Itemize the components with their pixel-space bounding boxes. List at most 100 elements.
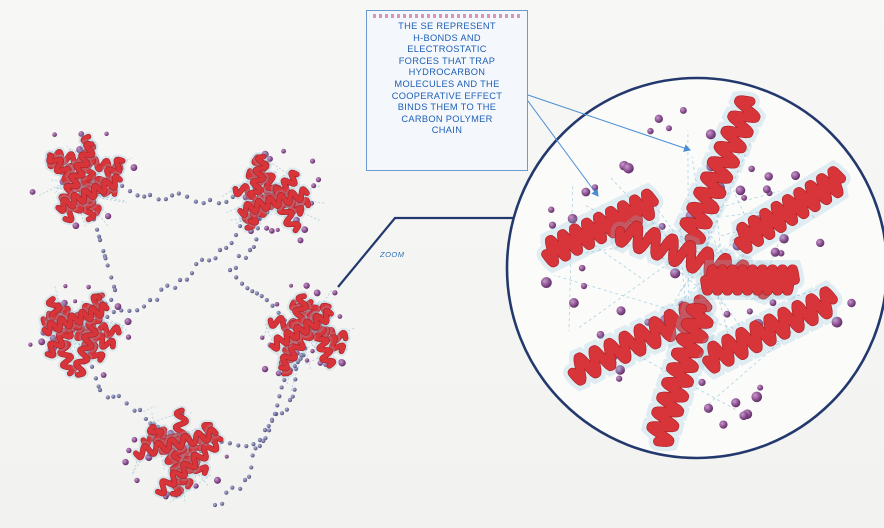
chain-bead <box>251 453 255 457</box>
chain-bead <box>185 194 189 198</box>
chain-bead <box>244 444 248 448</box>
chain-bead <box>238 487 242 491</box>
hydrocarbon-molecule <box>314 289 321 296</box>
chain-bead <box>106 395 110 399</box>
chain-bead <box>229 241 233 245</box>
hydrocarbon-molecule <box>297 237 303 243</box>
chain-bead <box>254 237 258 241</box>
helix-clusters <box>28 131 354 503</box>
hydrocarbon-molecule <box>616 376 622 382</box>
chain-bead <box>273 412 277 416</box>
chain-bead <box>228 268 232 272</box>
chain-bead <box>173 286 177 290</box>
callout-box: THE SE REPRESENT H-BONDS AND ELECTROSTAT… <box>366 10 528 171</box>
hydrocarbon-molecule <box>281 149 286 154</box>
chain-bead <box>243 478 247 482</box>
hydrocarbon-molecule <box>724 311 731 318</box>
hydrocarbon-molecule <box>303 282 309 288</box>
hydrocarbon-molecule <box>747 308 753 314</box>
chain-bead <box>244 256 248 260</box>
hydrocarbon-molecule <box>337 314 342 319</box>
chain-bead <box>98 388 102 392</box>
chain-bead <box>224 200 228 204</box>
hydrocarbon-molecule <box>647 128 653 134</box>
chain-bead <box>125 401 129 405</box>
hydrocarbon-molecule <box>269 228 275 234</box>
chain-bead <box>111 395 115 399</box>
chain-bead <box>200 258 204 262</box>
hydrocarbon-molecule <box>214 477 221 484</box>
zoom-leader-line <box>338 218 525 287</box>
chain-bead <box>98 238 102 242</box>
hydrocarbon-molecule <box>126 448 131 453</box>
hydrocarbon-molecule <box>771 248 780 257</box>
chain-bead <box>280 411 284 415</box>
chain-bead <box>128 189 132 193</box>
chain-bead <box>144 417 148 421</box>
chain-bead <box>190 271 194 275</box>
hydrocarbon-molecule <box>731 398 740 407</box>
chain-bead <box>292 388 296 392</box>
hydrocarbon-molecule <box>134 478 139 483</box>
helix-cluster <box>28 284 131 378</box>
hydrocarbon-molecule <box>30 189 36 195</box>
chain-bead <box>194 199 198 203</box>
chain-bead <box>207 258 211 262</box>
chain-bead <box>194 262 198 266</box>
chain-bead <box>224 491 228 495</box>
chain-bead <box>265 298 269 302</box>
chain-bead <box>252 245 256 249</box>
helix-cluster <box>260 282 354 390</box>
hydrocarbon-molecule <box>52 132 57 137</box>
hydrocarbon-molecule <box>847 299 855 307</box>
zoom-circle <box>507 78 884 458</box>
chain-bead <box>164 197 168 201</box>
chain-bead <box>103 256 107 260</box>
hydrocarbon-molecule <box>816 239 824 247</box>
chain-bead <box>234 233 238 237</box>
hydrocarbon-molecule <box>125 318 132 325</box>
hydrocarbon-molecule <box>579 265 586 272</box>
hydrocarbon-molecule <box>698 379 705 386</box>
zoom-label: ZOOM <box>380 250 405 259</box>
hydrocarbon-molecule <box>275 302 280 307</box>
helix <box>705 269 795 290</box>
chain-bead <box>270 419 274 423</box>
hydrocarbon-molecule <box>616 306 625 315</box>
chain-bead <box>208 198 212 202</box>
hydrocarbon-molecule <box>122 459 128 465</box>
chain-bead <box>228 441 232 445</box>
chain-bead <box>277 394 281 398</box>
chain-bead <box>236 443 240 447</box>
hydrocarbon-molecule <box>736 186 746 196</box>
chain-bead <box>248 248 252 252</box>
hydrocarbon-molecule <box>332 290 337 295</box>
chain-bead <box>261 439 265 443</box>
hydrocarbon-molecule <box>260 335 264 339</box>
chain-bead <box>95 228 99 232</box>
hydrocarbon-molecule <box>719 420 727 428</box>
chain-bead <box>285 408 289 412</box>
hydrocarbon-molecule <box>311 183 316 188</box>
chain-bead <box>113 288 117 292</box>
hydrocarbon-molecule <box>310 158 315 163</box>
hydrocarbon-molecule <box>86 285 91 290</box>
hydrocarbon-molecule <box>748 166 755 173</box>
chain-bead <box>247 475 251 479</box>
chain-bead <box>293 377 297 381</box>
chain-bead <box>165 284 169 288</box>
chain-bead <box>220 502 224 506</box>
chain-bead <box>106 263 110 267</box>
chain-bead <box>90 365 94 369</box>
chain-bead <box>245 286 249 290</box>
chain-bead <box>159 288 163 292</box>
chain-bead <box>250 289 254 293</box>
chain-bead <box>148 193 152 197</box>
hydrocarbon-molecule <box>305 358 309 362</box>
chain-bead <box>260 294 264 298</box>
hydrocarbon-molecule <box>38 338 45 345</box>
chain-bead <box>255 291 259 295</box>
hydrocarbon-molecule <box>262 366 268 372</box>
chain-bead <box>217 201 221 205</box>
